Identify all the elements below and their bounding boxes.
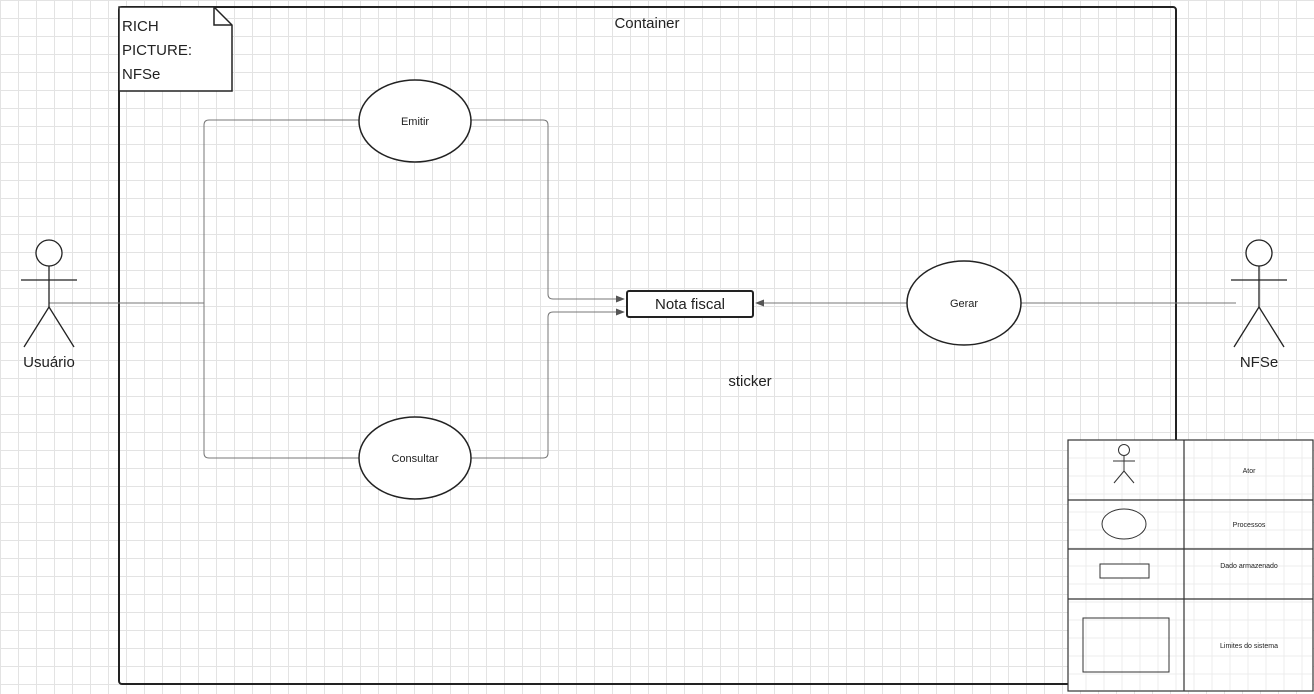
legend-label-processos: Processos — [1233, 522, 1266, 529]
connector-emitir-nota[interactable] — [471, 119, 625, 303]
connector-usuario-emitir[interactable] — [203, 119, 359, 303]
note-line-1: RICH — [122, 18, 159, 35]
actor-nfse-head-icon — [1245, 239, 1273, 267]
actor-usuario-head-icon — [35, 239, 63, 267]
connector-consultar-nota[interactable] — [471, 308, 625, 459]
process-gerar[interactable]: Gerar — [906, 260, 1022, 346]
legend-data-store-icon — [1099, 563, 1150, 579]
legend-actor-icon — [1113, 444, 1135, 484]
legend-label-ator: Ator — [1243, 468, 1257, 475]
process-emitir-label: Emitir — [401, 116, 429, 128]
legend-label-dado-armazenado: Dado armazenado — [1220, 563, 1278, 570]
note-line-2: PICTURE: — [122, 42, 192, 59]
actor-nfse[interactable] — [1231, 239, 1287, 348]
actor-nfse-label: NFSe — [1240, 354, 1278, 371]
legend-process-icon — [1101, 508, 1147, 540]
connectors — [49, 119, 1236, 459]
data-store-nota-fiscal[interactable]: Nota fiscal — [626, 290, 754, 318]
container-label: Container — [614, 15, 679, 32]
note-line-3: NFSe — [122, 66, 160, 83]
process-gerar-label: Gerar — [950, 298, 978, 310]
legend-table[interactable]: Ator Processos Dado armazenado Limites d… — [1067, 439, 1314, 692]
actor-usuario[interactable] — [21, 239, 77, 348]
data-store-label: Nota fiscal — [655, 296, 725, 313]
legend-label-limites: Limites do sistema — [1220, 643, 1278, 650]
connector-usuario-consultar[interactable] — [203, 303, 359, 459]
process-consultar-label: Consultar — [391, 453, 438, 465]
sticker-label[interactable]: sticker — [728, 373, 771, 390]
legend-boundary-icon — [1082, 617, 1170, 673]
process-emitir[interactable]: Emitir — [358, 79, 472, 163]
system-boundary[interactable] — [118, 6, 1177, 685]
rich-picture-note[interactable]: RICH PICTURE: NFSe — [118, 6, 233, 92]
process-consultar[interactable]: Consultar — [358, 416, 472, 500]
actor-usuario-label: Usuário — [23, 354, 75, 371]
